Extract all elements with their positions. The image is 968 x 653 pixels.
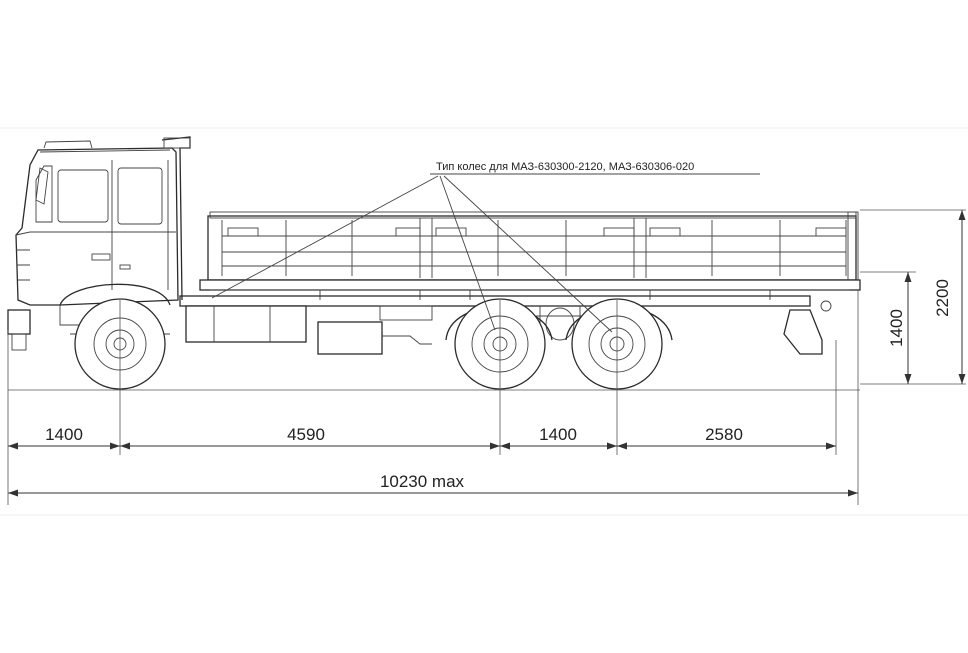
rear-hitch — [783, 309, 823, 355]
muffler — [317, 321, 383, 355]
front-bumper — [7, 309, 31, 335]
cargo-side-board — [207, 215, 857, 281]
fuel-tank — [185, 305, 307, 343]
wheel-type-leaders — [211, 173, 760, 333]
platform-floor — [199, 279, 861, 291]
vertical-dimensions — [860, 209, 966, 385]
cab-front-window — [57, 169, 109, 223]
dim-rear-overhang: 2580 — [705, 425, 743, 444]
dim-front-overhang: 1400 — [45, 425, 83, 444]
dim-wheelbase: 4590 — [287, 425, 325, 444]
truck-cab — [7, 136, 191, 351]
wheel-type-annotation: Тип колес для МАЗ-630300-2120, МАЗ-63030… — [436, 161, 694, 173]
dim-overall-length: 10230 max — [380, 472, 465, 491]
chassis — [70, 295, 832, 355]
dim-platform-height: 1400 — [887, 309, 906, 347]
dim-overall-side-height: 2200 — [933, 279, 952, 317]
cab-door-window — [117, 167, 163, 225]
dim-rear-axle-spacing: 1400 — [539, 425, 577, 444]
horizontal-dimensions — [7, 290, 859, 505]
cargo-body — [199, 211, 861, 300]
